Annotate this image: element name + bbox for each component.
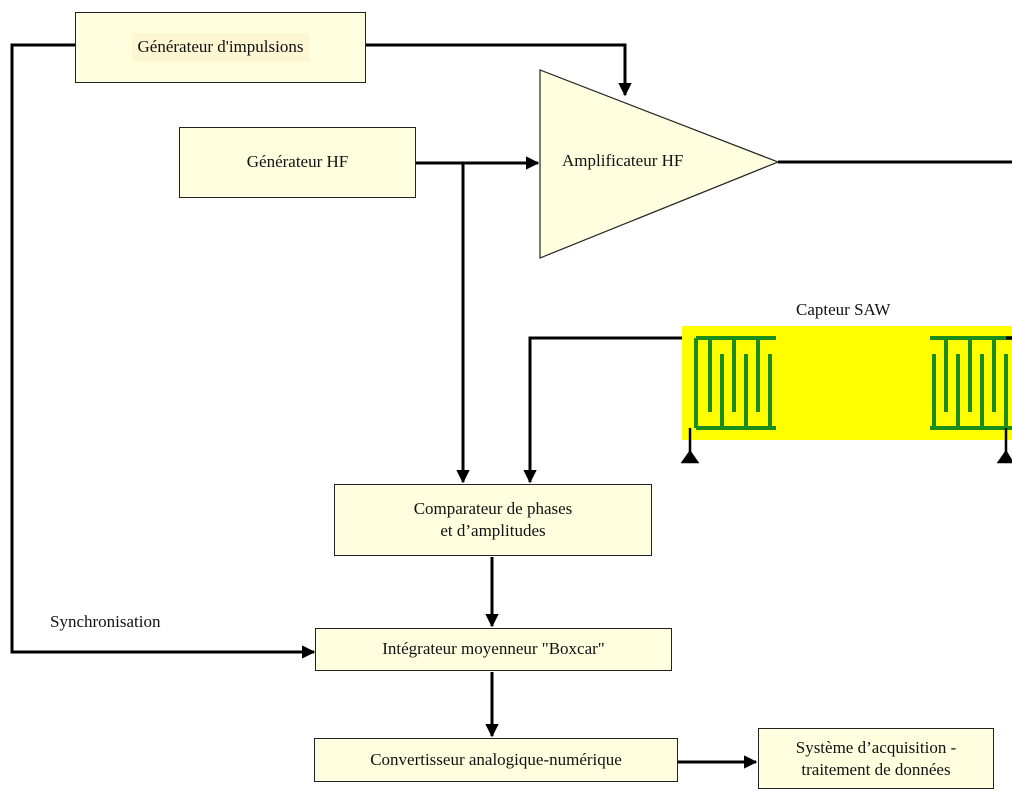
phase-comparator-block: Comparateur de phases et d’amplitudes bbox=[334, 484, 652, 556]
amplifier-triangle bbox=[539, 69, 780, 259]
hf-amplifier-label: Amplificateur HF bbox=[562, 151, 684, 170]
wire-saw-to-comparator bbox=[523, 336, 693, 484]
pulse-generator-label: Générateur d'impulsions bbox=[131, 33, 310, 62]
boxcar-integrator-block: Intégrateur moyenneur "Boxcar" bbox=[315, 628, 672, 671]
saw-sensor-label: Capteur SAW bbox=[796, 300, 891, 319]
phase-comparator-line2: et d’amplitudes bbox=[440, 521, 546, 540]
pulse-generator-block: Générateur d'impulsions bbox=[75, 12, 366, 83]
ground-left-icon bbox=[680, 428, 700, 464]
wire-sync bbox=[10, 43, 316, 659]
ground-right-icon bbox=[996, 428, 1012, 464]
acquisition-line2: traitement de données bbox=[801, 759, 951, 779]
idt-right bbox=[930, 336, 1012, 430]
acquisition-block: Système d’acquisition - traitement de do… bbox=[758, 728, 994, 789]
boxcar-integrator-label: Intégrateur moyenneur "Boxcar" bbox=[382, 639, 605, 659]
hf-generator-block: Générateur HF bbox=[179, 127, 416, 198]
phase-comparator-line1: Comparateur de phases bbox=[413, 498, 573, 518]
wire-pulse-to-amp bbox=[366, 43, 632, 97]
hf-generator-label: Générateur HF bbox=[246, 152, 349, 172]
idt-left bbox=[694, 336, 776, 430]
saw-substrate bbox=[682, 326, 1012, 440]
adc-converter-block: Convertisseur analogique-numérique bbox=[314, 738, 678, 782]
synchronisation-label: Synchronisation bbox=[50, 612, 161, 631]
acquisition-line1: Système d’acquisition - bbox=[795, 738, 957, 758]
adc-converter-label: Convertisseur analogique-numérique bbox=[370, 749, 622, 769]
